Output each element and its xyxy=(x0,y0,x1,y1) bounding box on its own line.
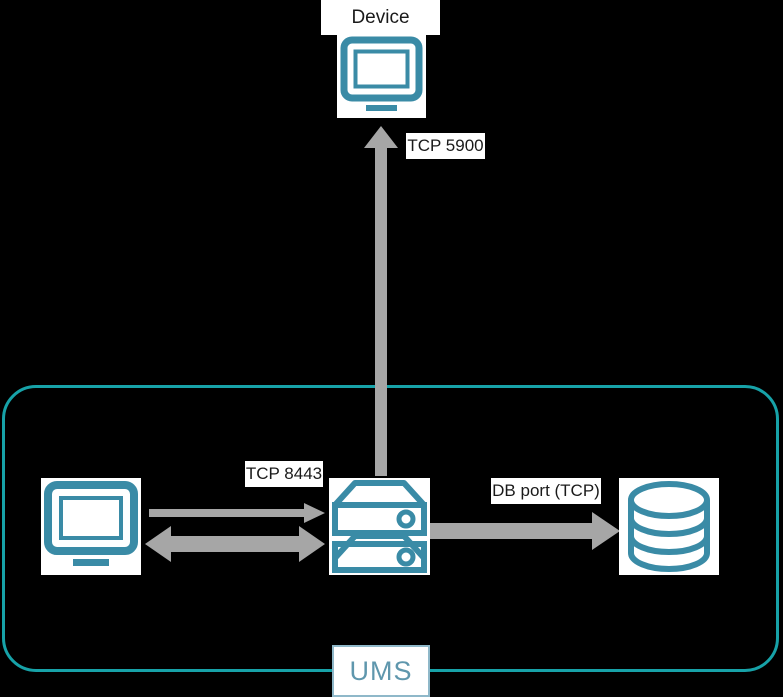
connection-arrow-client-to-server-thin xyxy=(149,503,325,523)
server-icon xyxy=(332,480,427,573)
db-port-label: DB port (TCP) xyxy=(491,478,601,504)
ums-boundary-label: UMS xyxy=(332,645,430,697)
database-icon xyxy=(628,481,710,572)
device-icon-plate xyxy=(337,35,426,118)
client-icon-plate xyxy=(41,478,141,575)
connection-arrow-device-to-server xyxy=(364,126,398,476)
tcp-8443-label: TCP 8443 xyxy=(245,461,323,487)
tcp-5900-label: TCP 5900 xyxy=(406,133,485,159)
monitor-icon xyxy=(44,481,138,566)
connection-arrow-server-to-database xyxy=(430,512,620,550)
connection-arrow-client-to-server-double xyxy=(145,526,325,562)
monitor-icon xyxy=(340,36,423,111)
device-label: Device xyxy=(321,0,440,35)
